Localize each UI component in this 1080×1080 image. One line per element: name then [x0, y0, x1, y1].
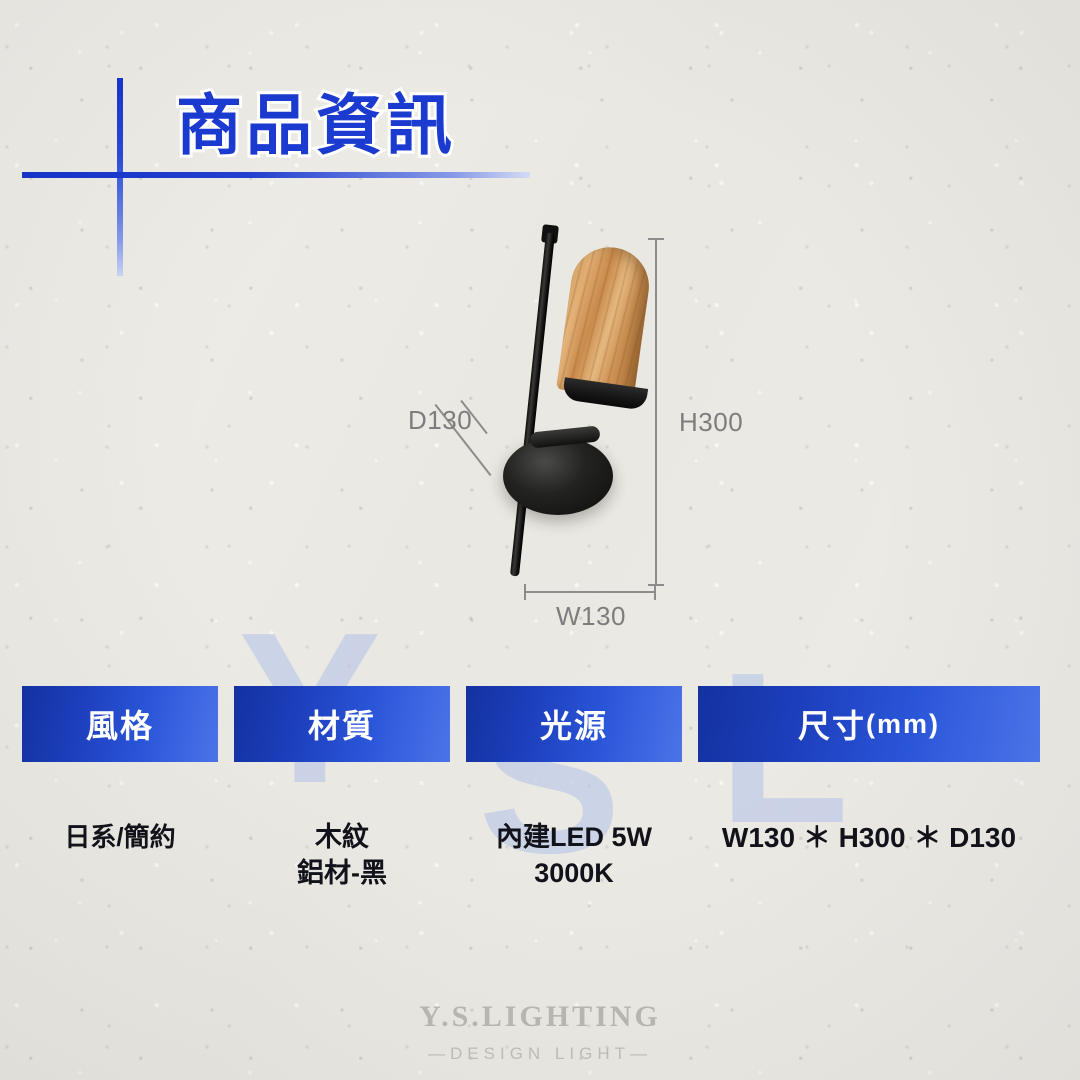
depth-dimension-label: D130 — [408, 405, 473, 435]
spec-value-style: 日系/簡約 — [64, 822, 176, 852]
spec-heading-light-source: 光源 — [466, 686, 682, 762]
spec-value-material: 木紋 鋁材-黑 — [297, 822, 387, 888]
spec-heading-style: 風格 — [22, 686, 218, 762]
height-dimension-tick-bottom — [648, 584, 664, 586]
width-dimension-tick-left — [524, 584, 526, 600]
brand-tagline: —DESIGN LIGHT— — [428, 1044, 652, 1063]
spec-heading-material-text: 材質 — [307, 708, 376, 744]
footer: Y.S.LIGHTING —DESIGN LIGHT— — [0, 1000, 1080, 1064]
width-dimension-label: W130 — [556, 601, 626, 631]
height-dimension-label: H300 — [679, 407, 744, 437]
width-dimension-line — [524, 591, 656, 593]
page-title: 商品資訊 — [173, 85, 456, 165]
lamp-wall-plate — [503, 437, 613, 515]
spec-table: 風格 日系/簡約 材質 木紋 鋁材-黑 光源 內建LED 5W 3000K 尺寸… — [22, 686, 1058, 891]
spec-heading-dimensions-unit: (mm) — [866, 708, 940, 739]
height-dimension-tick-top — [648, 238, 664, 240]
spec-value-dimensions: W130 ＊ H300 ＊ D130 — [721, 822, 1017, 853]
header-horizontal-rule — [22, 172, 530, 178]
product-diagram — [380, 215, 720, 635]
width-dimension-tick-right — [654, 584, 656, 600]
spec-column-dimensions: 尺寸(mm) W130 ＊ H300 ＊ D130 — [698, 686, 1040, 891]
spec-heading-style-text: 風格 — [85, 708, 154, 744]
brand-name: Y.S.LIGHTING — [419, 1000, 661, 1033]
spec-heading-dimensions-text: 尺寸 — [797, 708, 866, 744]
spec-column-style: 風格 日系/簡約 — [22, 686, 218, 891]
height-dimension-line — [655, 238, 657, 586]
lamp-rod — [509, 232, 555, 577]
spec-heading-light-source-text: 光源 — [539, 708, 608, 744]
spec-heading-dimensions: 尺寸(mm) — [698, 686, 1040, 762]
spec-column-light-source: 光源 內建LED 5W 3000K — [466, 686, 682, 891]
spec-value-light-source: 內建LED 5W 3000K — [495, 822, 652, 888]
spec-heading-material: 材質 — [234, 686, 450, 762]
spec-column-material: 材質 木紋 鋁材-黑 — [234, 686, 450, 891]
lamp-wood-shade — [556, 242, 654, 400]
